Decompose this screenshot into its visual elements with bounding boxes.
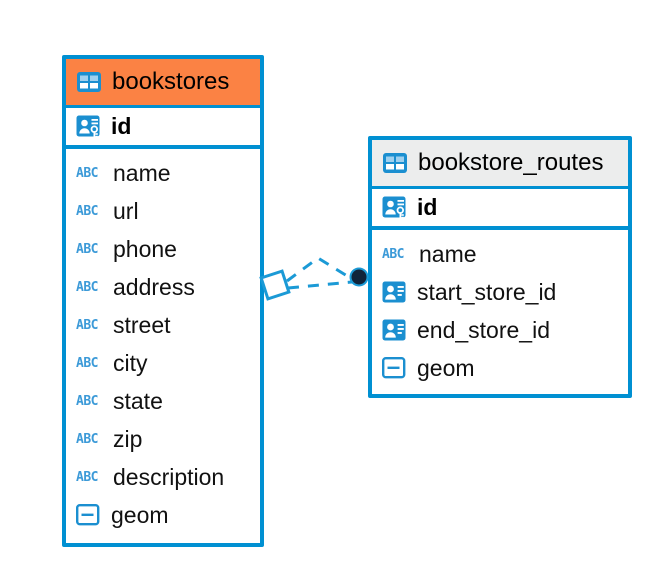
field-label: phone [113, 235, 177, 262]
field-row[interactable]: ABC street [66, 306, 260, 344]
diamond-endpoint-icon [259, 269, 291, 301]
foreign-key-icon [382, 318, 408, 342]
primary-key-icon [382, 195, 408, 221]
primary-key-label: id [417, 194, 438, 220]
table-grid-icon [382, 152, 408, 174]
abc-text-icon: ABC [76, 279, 98, 295]
abc-text-icon: ABC [76, 241, 98, 257]
table-grid-icon [76, 71, 102, 93]
abc-text-icon: ABC [382, 246, 404, 262]
primary-key-row-bookstores[interactable]: id [66, 105, 260, 149]
field-row[interactable]: ABC description [66, 458, 260, 496]
field-row[interactable]: start_store_id [372, 273, 628, 311]
abc-text-icon: ABC [76, 469, 98, 485]
field-list-bookstores: ABC name ABC url ABC phone ABC address A… [66, 149, 260, 540]
field-label: end_store_id [417, 316, 550, 343]
field-row[interactable]: ABC address [66, 268, 260, 306]
abc-text-icon: ABC [76, 393, 98, 409]
field-label: name [419, 240, 477, 267]
relationship-line-2 [287, 280, 353, 290]
field-list-bookstore-routes: ABC name start_store_id [372, 230, 628, 393]
geometry-icon [382, 357, 408, 379]
entity-title: bookstores [112, 68, 230, 95]
field-label: geom [417, 354, 475, 381]
abc-text-icon: ABC [76, 203, 98, 219]
abc-text-icon: ABC [76, 317, 98, 333]
field-label: name [113, 159, 171, 186]
field-row[interactable]: ABC phone [66, 230, 260, 268]
field-row[interactable]: ABC name [66, 154, 260, 192]
primary-key-row-bookstore-routes[interactable]: id [372, 186, 628, 230]
primary-key-label: id [111, 113, 132, 139]
field-row[interactable]: ABC name [372, 235, 628, 273]
entity-table-bookstore-routes[interactable]: bookstore_routes id ABC [368, 136, 632, 398]
field-row[interactable]: ABC url [66, 192, 260, 230]
entity-table-bookstores[interactable]: bookstores id ABC [62, 55, 264, 547]
entity-header-bookstore-routes[interactable]: bookstore_routes [372, 140, 628, 186]
entity-header-bookstores[interactable]: bookstores [66, 59, 260, 105]
field-row[interactable]: geom [372, 349, 628, 387]
field-label: city [113, 349, 148, 376]
field-label: zip [113, 425, 143, 452]
field-label: geom [111, 501, 169, 528]
field-label: street [113, 311, 171, 338]
field-label: address [113, 273, 195, 300]
field-row[interactable]: geom [66, 496, 260, 534]
field-label: url [113, 197, 139, 224]
geometry-icon [76, 504, 102, 526]
field-label: description [113, 463, 225, 490]
circle-endpoint-icon [349, 267, 369, 287]
field-label: start_store_id [417, 278, 557, 305]
field-label: state [113, 387, 163, 414]
primary-key-icon [76, 114, 102, 140]
field-row[interactable]: ABC zip [66, 420, 260, 458]
field-row[interactable]: ABC city [66, 344, 260, 382]
entity-title: bookstore_routes [418, 149, 604, 176]
foreign-key-icon [382, 280, 408, 304]
abc-text-icon: ABC [76, 165, 98, 181]
field-row[interactable]: ABC state [66, 382, 260, 420]
abc-text-icon: ABC [76, 355, 98, 371]
abc-text-icon: ABC [76, 431, 98, 447]
field-row[interactable]: end_store_id [372, 311, 628, 349]
relationship-line-1 [286, 256, 353, 283]
